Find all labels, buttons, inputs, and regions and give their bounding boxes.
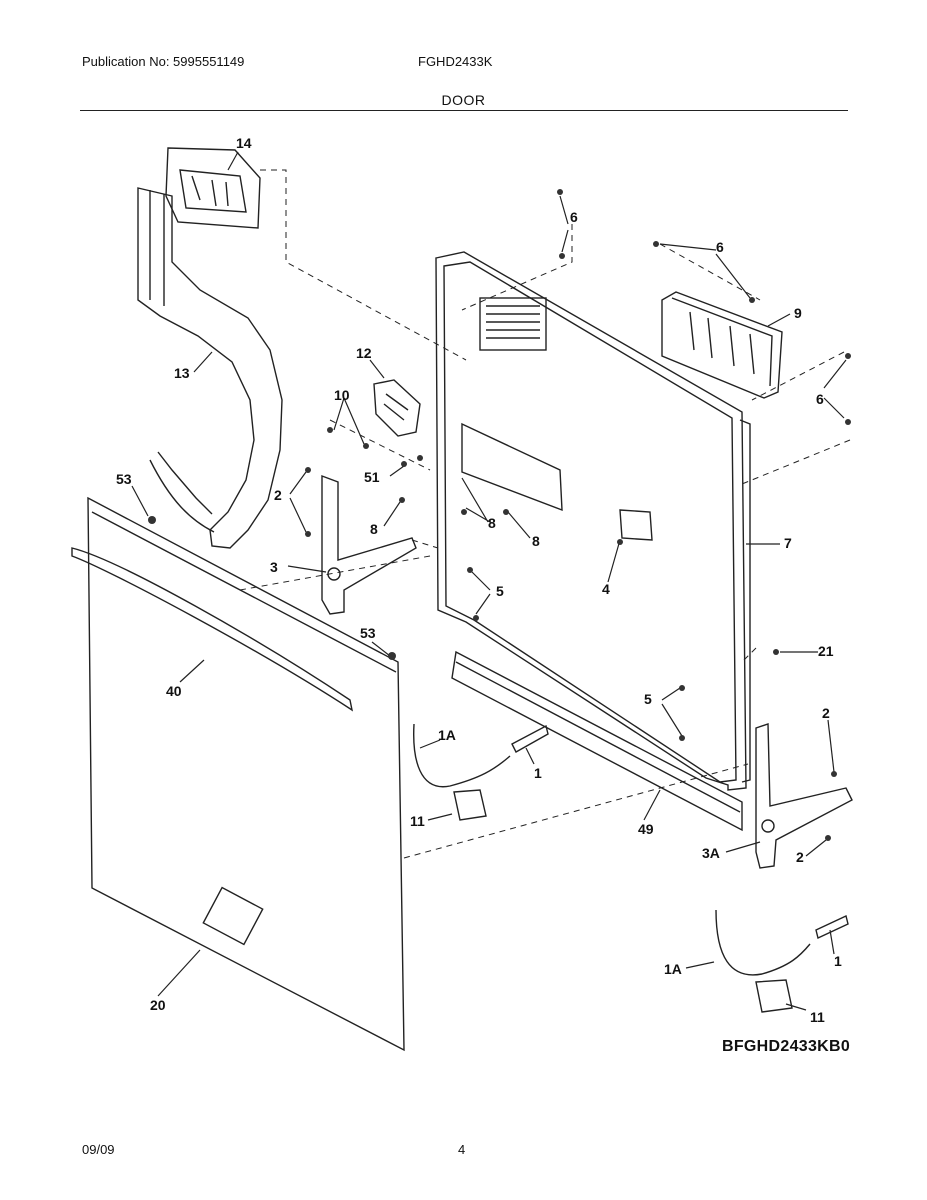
callout-2-bottom: 2: [796, 849, 804, 865]
callout-13: 13: [174, 365, 190, 381]
control-bracket-part: [165, 147, 261, 229]
publication-number: Publication No: 5995551149: [82, 54, 245, 69]
callout-11-inset: 11: [810, 1009, 825, 1025]
callout-9: 9: [794, 305, 802, 321]
hinge-right-part: [755, 723, 853, 869]
hinge-cable-inset-part: [715, 909, 849, 1013]
callout-1A-inset: 1A: [664, 961, 682, 977]
vent-assembly-part: [661, 291, 783, 399]
callout-5-top: 5: [496, 583, 504, 599]
callout-10: 10: [334, 387, 350, 403]
callout-1-inset: 1: [834, 953, 842, 969]
callout-51: 51: [364, 469, 380, 485]
callout-3A: 3A: [702, 845, 720, 861]
callout-12: 12: [356, 345, 372, 361]
model-number: FGHD2433K: [418, 54, 493, 69]
callout-labels: 14 13 12 10 6 6 9 6 7 53 2 3 51 8 8 8 4 …: [116, 135, 842, 1025]
callout-5-bottom: 5: [644, 691, 652, 707]
callout-3: 3: [270, 559, 278, 575]
callout-6-right: 6: [816, 391, 824, 407]
hinge-left-part: [321, 474, 417, 615]
callout-8-b: 8: [488, 515, 496, 531]
duct-part: [137, 187, 283, 549]
callout-20: 20: [150, 997, 166, 1013]
callout-8-a: 8: [370, 521, 378, 537]
outer-door-panel-part: [87, 496, 405, 1052]
callout-1: 1: [534, 765, 542, 781]
footer-date: 09/09: [82, 1142, 115, 1157]
hinge-cable-part: [413, 723, 549, 821]
callout-21: 21: [818, 643, 834, 659]
callout-8-c: 8: [532, 533, 540, 549]
latch-part: [373, 379, 421, 437]
callout-7: 7: [784, 535, 792, 551]
diagram-code: BFGHD2433KB0: [722, 1038, 851, 1055]
callout-6-mid: 6: [716, 239, 724, 255]
callout-49: 49: [638, 821, 654, 837]
inner-door-liner-part: [435, 251, 751, 791]
section-title: DOOR: [441, 92, 486, 108]
callout-6-top: 6: [570, 209, 578, 225]
page-number: 4: [458, 1142, 466, 1157]
callout-2-left: 2: [274, 487, 282, 503]
callout-14: 14: [236, 135, 252, 151]
callout-40: 40: [166, 683, 182, 699]
callout-53-right: 53: [360, 625, 376, 641]
header-rule: [80, 110, 848, 111]
callout-2-right: 2: [822, 705, 830, 721]
door-handle-part: [71, 547, 354, 712]
callout-1A: 1A: [438, 727, 456, 743]
callout-53-left: 53: [116, 471, 132, 487]
callout-4: 4: [602, 581, 610, 597]
callout-11: 11: [410, 813, 425, 829]
kickplate-part: [451, 650, 743, 832]
